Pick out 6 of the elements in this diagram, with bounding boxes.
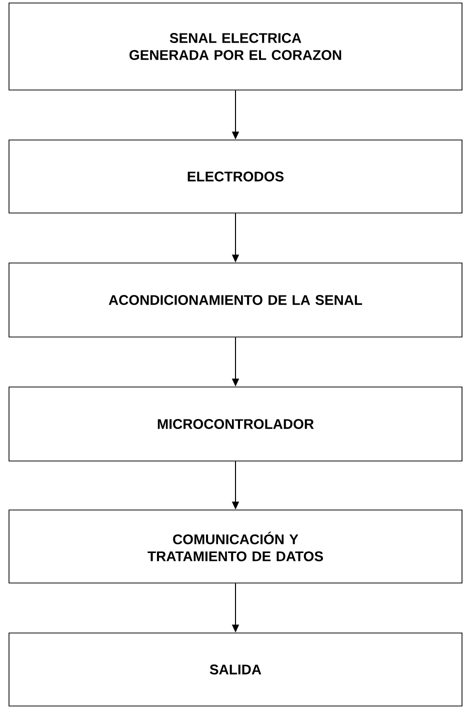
process-box: ACONDICIONAMIENTO DE LA SENAL <box>8 262 462 338</box>
process-box: MICROCONTROLADOR <box>8 386 462 462</box>
process-box: SALIDA <box>8 632 462 706</box>
process-box: COMUNICACIÓN Y TRATAMIENTO DE DATOS <box>8 510 462 584</box>
process-box: SENAL ELECTRICA GENERADA POR EL CORAZON <box>8 2 462 90</box>
process-box: ELECTRODOS <box>8 140 462 214</box>
